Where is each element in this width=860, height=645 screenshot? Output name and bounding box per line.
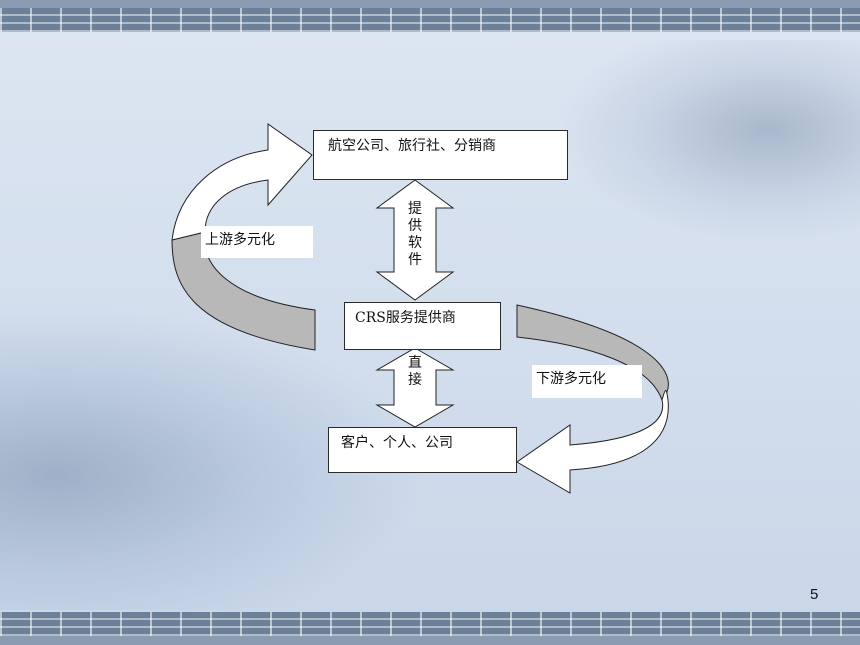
bottom-decorative-band bbox=[0, 612, 860, 636]
bottom-border-edge bbox=[0, 636, 860, 645]
upper-double-arrow bbox=[375, 179, 455, 301]
middle-box-crs-provider: CRS服务提供商 bbox=[344, 302, 501, 350]
upstream-label: 上游多元化 bbox=[201, 226, 313, 258]
downstream-curved-arrow bbox=[516, 390, 669, 494]
upstream-curved-arrow-side bbox=[171, 231, 316, 351]
top-border-edge bbox=[0, 0, 860, 8]
background-wall-image-right bbox=[560, 40, 860, 240]
upstream-curved-arrow bbox=[171, 123, 313, 241]
page-number: 5 bbox=[810, 586, 819, 603]
bottom-box-customers: 客户、个人、公司 bbox=[328, 427, 517, 473]
top-box-airline-agencies: 航空公司、旅行社、分销商 bbox=[313, 130, 568, 180]
downstream-label: 下游多元化 bbox=[532, 365, 642, 398]
upper-arrow-text: 提供软件 bbox=[408, 201, 422, 268]
lower-arrow-text: 直接 bbox=[408, 355, 422, 388]
top-decorative-band bbox=[0, 8, 860, 32]
